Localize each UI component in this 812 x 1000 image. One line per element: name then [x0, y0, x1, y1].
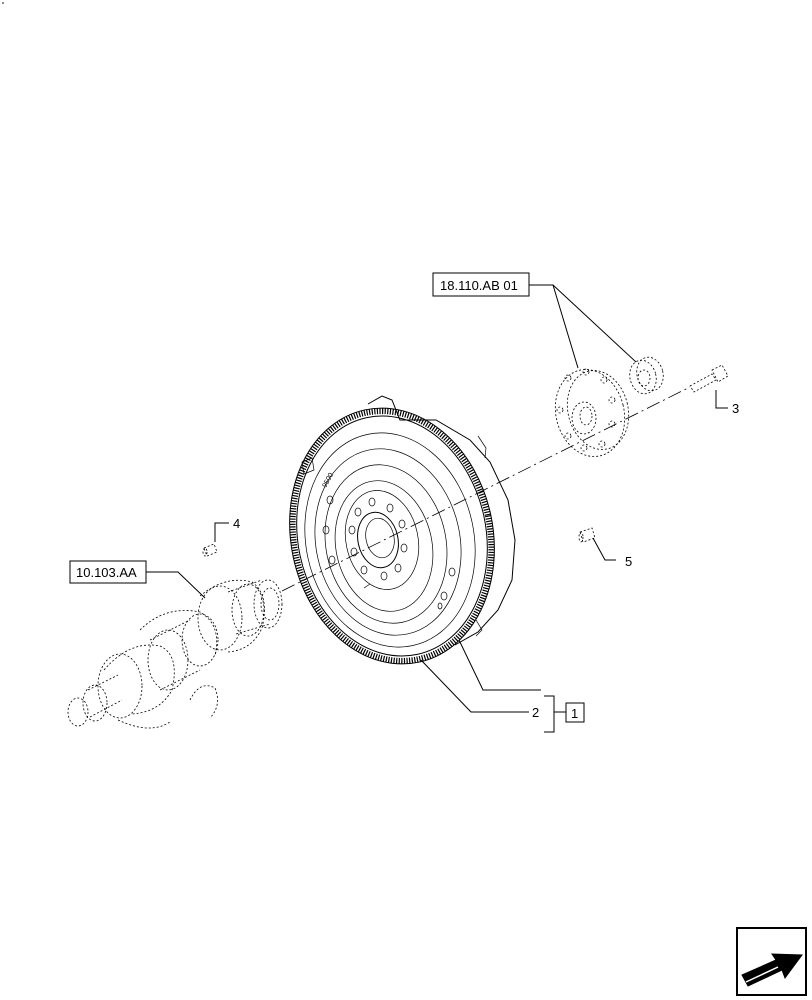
- bearing-ring: [629, 356, 664, 395]
- callout-ref-gear[interactable]: 18.110.AB 01: [432, 272, 530, 297]
- callout-item-3[interactable]: 3: [732, 401, 739, 416]
- flywheel-bolt-holes: [322, 495, 456, 610]
- flywheel-marking: 9500: [322, 472, 336, 489]
- callout-ref-crank[interactable]: 10.103.AA: [69, 560, 147, 584]
- callout-item-2[interactable]: 2: [532, 705, 539, 720]
- callout-ref-gear-text: 18.110.AB 01: [440, 278, 518, 293]
- dowel-pin-4: [202, 543, 218, 557]
- callout-item-1-text: 1: [571, 706, 578, 721]
- callout-ref-crank-text: 10.103.AA: [76, 565, 137, 580]
- crankshaft: [67, 579, 283, 729]
- corner-mark: [2, 2, 4, 4]
- callout-item-5[interactable]: 5: [625, 554, 632, 569]
- callout-item-4[interactable]: 4: [233, 516, 240, 531]
- drive-plate: [554, 368, 630, 457]
- callout-item-1[interactable]: 1: [565, 702, 585, 723]
- center-axis-line: [281, 386, 691, 592]
- leader-lines: [146, 284, 728, 733]
- bolt: [689, 364, 729, 393]
- dowel-pin-5: [578, 527, 596, 543]
- arrow-next-page-icon[interactable]: [736, 927, 807, 996]
